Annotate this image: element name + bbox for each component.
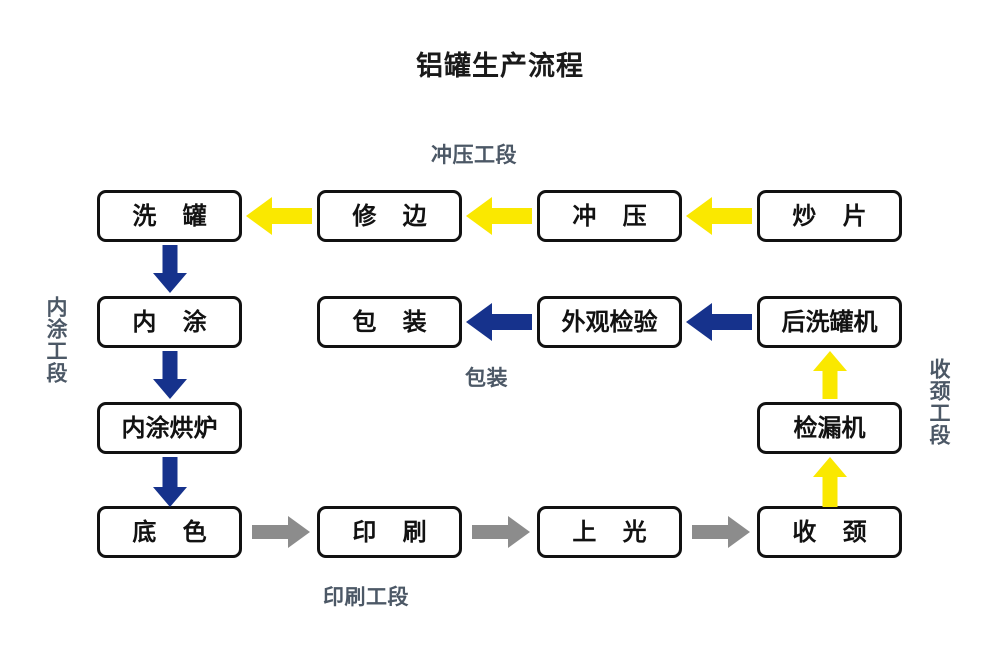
node-dise[interactable]: 底 色 — [97, 506, 242, 558]
node-yinshua[interactable]: 印 刷 — [317, 506, 462, 558]
arrow-dise-to-yinshua — [252, 513, 310, 551]
page-title: 铝罐生产流程 — [416, 51, 584, 82]
arrow-waiguanjianyan-to-baozhuang — [466, 301, 532, 343]
node-houxiguanji[interactable]: 后洗罐机 — [757, 296, 902, 348]
node-baozhuang[interactable]: 包 装 — [317, 296, 462, 348]
arrow-jianlouji-to-houxiguanji — [808, 351, 852, 399]
node-jianlouji[interactable]: 检漏机 — [757, 402, 902, 454]
node-xiubian[interactable]: 修 边 — [317, 190, 462, 242]
section-label-baozhuang: 包装 — [465, 366, 508, 390]
section-label-shoujing: 收颈工段 — [927, 358, 951, 446]
node-xiguan[interactable]: 洗 罐 — [97, 190, 242, 242]
section-label-neitu: 内涂工段 — [44, 296, 68, 384]
node-neitu[interactable]: 内 涂 — [97, 296, 242, 348]
node-shangguang[interactable]: 上 光 — [537, 506, 682, 558]
arrow-neitu-to-neituhonglu — [148, 351, 192, 399]
section-label-chongya: 冲压工段 — [431, 143, 517, 167]
arrow-chaopian-to-chongya — [686, 195, 752, 237]
node-waiguanjianyan[interactable]: 外观检验 — [537, 296, 682, 348]
arrow-neituhonglu-to-dise — [148, 457, 192, 507]
arrow-yinshua-to-shangguang — [472, 513, 530, 551]
arrow-shangguang-to-shoujing — [692, 513, 750, 551]
node-neituhonglu[interactable]: 内涂烘炉 — [97, 402, 242, 454]
arrow-houxiguanji-to-waiguanjianyan — [686, 301, 752, 343]
arrow-chongya-to-xiubian — [466, 195, 532, 237]
node-shoujing[interactable]: 收 颈 — [757, 506, 902, 558]
arrow-xiguan-to-neitu — [148, 245, 192, 293]
node-chaopian[interactable]: 炒 片 — [757, 190, 902, 242]
arrow-xiubian-to-xiguan — [246, 195, 312, 237]
node-chongya[interactable]: 冲 压 — [537, 190, 682, 242]
section-label-yinshua: 印刷工段 — [323, 585, 409, 609]
arrow-shoujing-to-jianlouji — [808, 457, 852, 507]
